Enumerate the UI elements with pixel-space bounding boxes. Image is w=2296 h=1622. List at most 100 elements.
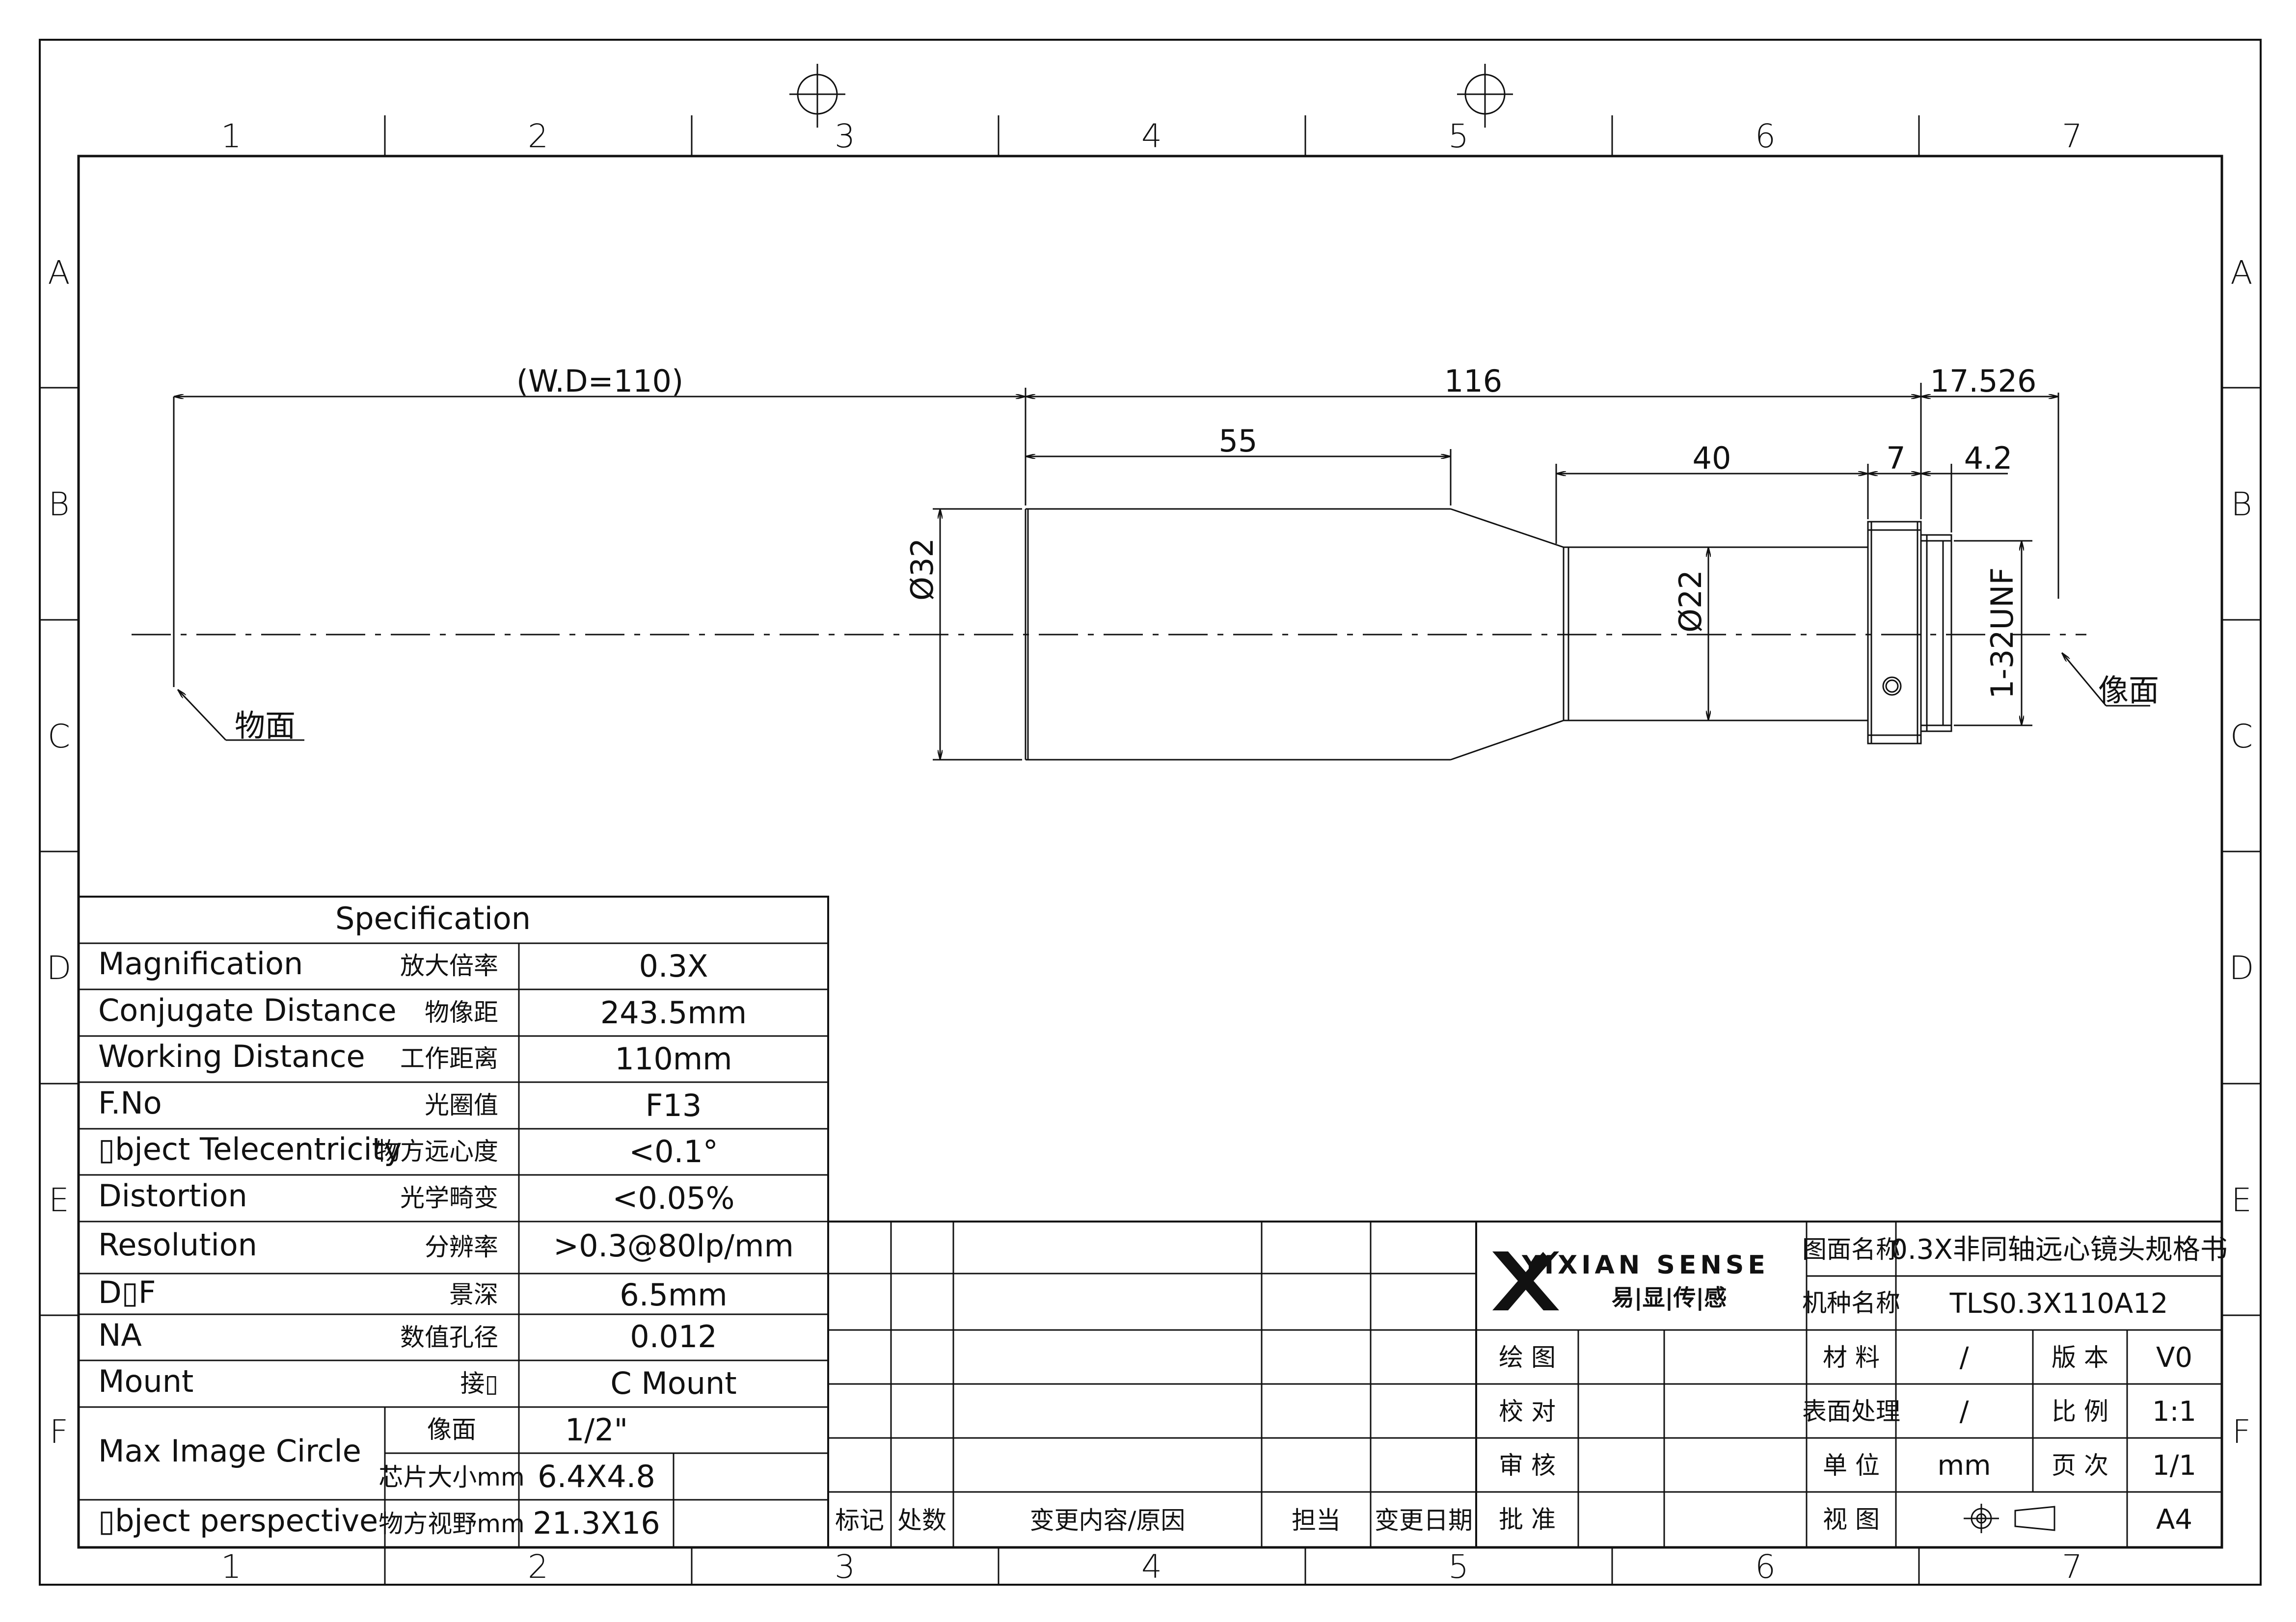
spec-row-value: <0.05% [613,1180,735,1216]
zone-col-4: 4 [1141,1548,1162,1586]
spec-image-plane-value: 1/2" [565,1412,628,1448]
spec-row: Conjugate Distance 物像距 243.5mm [98,992,747,1031]
lens-tube [1563,546,1868,721]
dim-thread-length: 4.2 [1921,440,2012,476]
spec-row-label-cn: 物像距 [425,998,498,1027]
dim-thread-spec: 1-32UNF [1984,541,2022,725]
image-plane-leader: 像面 [2057,393,2159,708]
zone-row-d: D [2229,949,2254,987]
spec-row-label: D▯F [98,1275,156,1310]
surface-label: 表面处理 [1802,1397,1900,1426]
zone-row-b: B [2231,485,2252,523]
spec-row-label: Resolution [98,1227,257,1263]
draw-label: 绘 图 [1499,1343,1556,1372]
dim-ring-width: 7 [1868,440,1921,476]
spec-row-label-cn: 物方远心度 [376,1137,498,1166]
spec-row-label: F.No [98,1085,162,1121]
spec-row-label: Working Distance [98,1038,365,1074]
spec-row-label: NA [98,1317,142,1353]
spec-row-value: 110mm [615,1041,732,1077]
dim-tube-length-label: 40 [1693,440,1731,476]
spec-row-label-cn: 工作距离 [400,1044,498,1073]
spec-row: Working Distance 工作距离 110mm [98,1038,732,1077]
zone-row-c: C [2230,718,2253,755]
zone-col-5: 5 [1448,1548,1469,1586]
image-plane-label: 像面 [2098,672,2159,708]
revision-block: 标记 处数 变更内容/原因 担当 变更日期 [827,1221,1477,1548]
surface-value: / [1960,1396,1969,1428]
spec-row-value: 6.5mm [620,1277,727,1313]
column-labels-bottom: 1 2 3 4 5 6 7 [221,1548,2082,1586]
lens-drawing: 物面 像面 (W.D=110) [132,363,2159,761]
dim-working-distance: (W.D=110) [174,363,1026,399]
spec-row-value: C Mount [610,1365,736,1401]
revision-header-owner: 担当 [1292,1506,1341,1535]
zone-col-1: 1 [221,1548,242,1586]
lens-c-mount-thread [1920,534,1952,732]
brand-logo-mark [1492,1249,1559,1310]
brand-name: YIXIAN SENSE [1521,1250,1769,1280]
spec-row-value: F13 [646,1088,702,1123]
zone-row-d: D [47,949,72,987]
dim-thread-spec-label: 1-32UNF [1984,567,2020,699]
spec-title: Specification [335,901,531,936]
spec-image-circle-label: Max Image Circle [98,1433,361,1469]
brand-name-cn: 易|显|传|感 [1612,1284,1727,1311]
zone-row-e: E [49,1181,69,1219]
spec-row-value: >0.3@80lp/mm [553,1228,794,1264]
drawing-name-label: 图面名称 [1802,1235,1900,1264]
brand-logo: YIXIAN SENSE 易|显|传|感 [1492,1249,1769,1311]
spec-row-label: ▯bject Telecentricity [98,1131,402,1167]
spec-row-label: Mount [98,1363,193,1399]
zone-row-c: C [48,718,70,755]
material-value: / [1960,1342,1969,1374]
revision-header-date: 变更日期 [1375,1506,1473,1535]
scale-label: 比 例 [2052,1397,2108,1426]
spec-row-label-cn: 光学畸变 [400,1184,498,1212]
spec-row-label-cn: 放大倍率 [400,952,498,980]
dim-image-offset: 17.526 [1921,363,2058,399]
zone-col-2: 2 [528,1548,548,1586]
sheet-size: A4 [2156,1504,2192,1536]
spec-row: Magnification 放大倍率 0.3X [98,946,708,984]
dim-tube-diameter-label: Ø22 [1673,570,1708,633]
zone-row-f: F [50,1413,68,1451]
revision-header-count: 处数 [897,1506,946,1535]
spec-chip-size-label: 芯片大小mm [378,1463,524,1491]
spec-row: F.No 光圈值 F13 [98,1085,702,1123]
unit-label: 单 位 [1823,1451,1880,1480]
lens-locking-ring [1867,521,1922,745]
review-label: 审 核 [1499,1451,1556,1480]
dim-front-diameter-label: Ø32 [904,538,940,601]
zone-col-6: 6 [1755,117,1776,155]
zone-row-f: F [2232,1413,2251,1451]
dim-total-length-label: 116 [1444,363,1502,399]
spec-row-value: 243.5mm [600,995,747,1031]
spec-row: D▯F 景深 6.5mm [98,1275,728,1313]
view-label: 视 图 [1823,1505,1880,1534]
spec-row-value: 0.3X [639,948,708,984]
spec-row: ▯bject Telecentricity 物方远心度 <0.1° [98,1131,718,1170]
spec-row-value: 0.012 [630,1319,717,1355]
spec-row: Resolution 分辨率 >0.3@80lp/mm [98,1227,794,1264]
spec-perspective-value: 21.3X16 [533,1505,660,1541]
material-label: 材 料 [1823,1343,1880,1372]
scale-value: 1:1 [2152,1396,2196,1428]
check-label: 校 对 [1499,1397,1556,1426]
approve-label: 批 准 [1499,1505,1556,1534]
set-screw-hole [1882,676,1902,696]
dim-working-distance-label: (W.D=110) [516,363,683,399]
spec-row: Distortion 光学畸变 <0.05% [98,1178,734,1216]
dim-image-offset-label: 17.526 [1930,363,2037,399]
spec-row-label: Magnification [98,946,303,982]
dim-front-diameter: Ø32 [904,509,940,760]
spec-row-label-cn: 分辨率 [425,1233,498,1261]
dim-front-barrel: 55 [1026,423,1451,459]
spec-row-label-cn: 光圈值 [425,1091,498,1119]
spec-row-label: Distortion [98,1178,247,1214]
spec-row-label-cn: 数值孔径 [400,1323,498,1352]
spec-row-label: Conjugate Distance [98,992,397,1028]
spec-image-plane-label: 像面 [427,1415,476,1444]
row-labels-right: A B C D E F [2229,254,2254,1451]
